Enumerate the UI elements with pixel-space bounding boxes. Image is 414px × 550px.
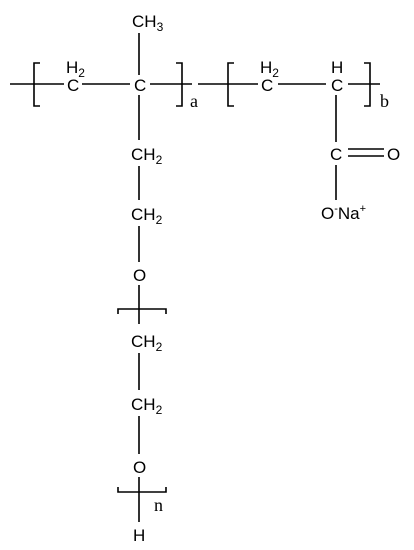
index-a: a [190,91,198,111]
atom-o-ether-2: O [133,458,146,477]
bracket-a-left [33,62,40,107]
atom-o-carbonyl: O [387,145,400,164]
bracket-n-top [117,308,167,314]
atom-ch2-side-1: CH2 [131,145,163,167]
atom-c-right-methylene: C [261,76,273,95]
atom-c-carboxyl: C [330,145,342,164]
atom-c-quaternary: C [134,76,146,95]
bracket-b-right [364,62,371,107]
bracket-n-bottom [117,487,167,493]
atom-ch2-side-2: CH2 [131,205,163,227]
atom-ch2-repeat-2: CH2 [131,395,163,417]
index-n: n [154,495,163,515]
atom-o-carboxylate: O-Na+ [321,203,366,223]
atom-c-methine: C [331,76,343,95]
bracket-b-left [227,62,234,107]
atom-h-terminal: H [133,526,145,545]
atom-o-ether-1: O [133,266,146,285]
atom-ch3: CH3 [132,12,164,34]
atom-c-left-methylene: C [67,76,79,95]
atom-h2-left: H2 [66,58,85,80]
main-chain-atoms: H2 C CH3 C H2 C H C a b [66,12,389,111]
carboxylate-group: C O O-Na+ [321,95,400,223]
side-chain: CH2 CH2 O CH2 CH2 O n H [117,145,167,545]
atom-h2-right: H2 [260,58,279,80]
atom-h-methine: H [331,58,343,77]
atom-ch2-repeat-1: CH2 [131,332,163,354]
bracket-a-right [176,62,183,107]
index-b: b [380,91,389,111]
repeat-brackets-main [33,62,371,107]
